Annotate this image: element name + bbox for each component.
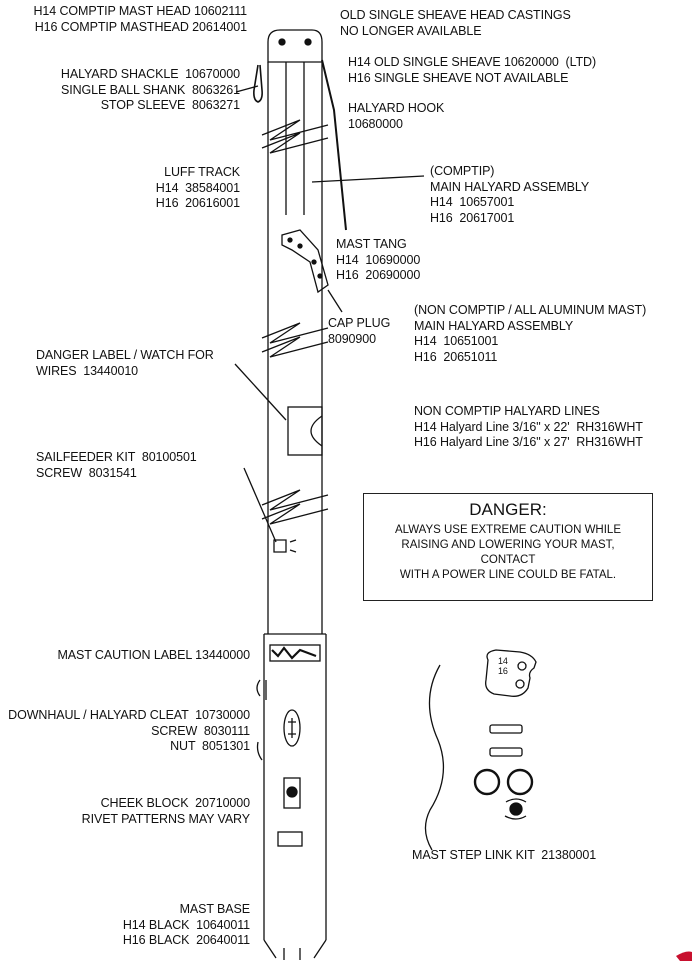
wave-line [424, 664, 444, 851]
label-old-head: OLD SINGLE SHEAVE HEAD CASTINGS NO LONGE… [340, 8, 571, 38]
label-caution: MAST CAUTION LABEL 13440000 [57, 648, 250, 662]
cleat-body [283, 709, 301, 747]
danger-body: ALWAYS USE EXTREME CAUTION WHILE RAISING… [395, 524, 621, 581]
label-mast-base: MAST BASE H14 BLACK 10640011 H16 BLACK 2… [122, 902, 250, 947]
link-plate-text: 14 16 [498, 656, 508, 676]
mast-base [263, 939, 327, 960]
link-bar-1 [489, 724, 523, 734]
label-sailfeeder: SAILFEEDER KIT 80100501 SCREW 8031541 [36, 450, 197, 480]
cap-plug-plate [287, 406, 323, 456]
label-old-sheave: H14 OLD SINGLE SHEAVE 10620000 (LTD) H16… [348, 55, 597, 85]
caution-label [269, 644, 321, 662]
link-ring-2 [506, 768, 534, 796]
break-mark-1 [261, 119, 329, 154]
label-shackle: HALYARD SHACKLE 10670000 SINGLE BALL SHA… [60, 67, 240, 112]
accent-corner-mark [676, 951, 692, 961]
sailfeeder [273, 539, 297, 553]
label-luff-track: LUFF TRACK H14 38584001 H16 20616001 [155, 165, 240, 210]
label-halyard-hook: HALYARD HOOK 10680000 [348, 101, 445, 131]
link-pin [504, 798, 527, 820]
mast-head-casting [267, 29, 323, 63]
label-danger-label: DANGER LABEL / WATCH FOR WIRES 13440010 [36, 348, 214, 378]
danger-warning-box: DANGER: ALWAYS USE EXTREME CAUTION WHILE… [363, 493, 653, 601]
label-mast-tang: MAST TANG H14 10690000 H16 20690000 [336, 237, 421, 282]
break-mark-2 [261, 322, 329, 358]
cleat [256, 679, 267, 700]
link-plate [485, 649, 537, 697]
halyard-hook [321, 59, 347, 231]
halyard-shackle [253, 64, 263, 103]
mast-tube [267, 62, 323, 634]
label-cap-plug: CAP PLUG 8090900 [328, 316, 391, 346]
label-cheek-block: CHEEK BLOCK 20710000 RIVET PATTERNS MAY … [81, 796, 250, 826]
label-comptip-halyard: (COMPTIP) MAIN HALYARD ASSEMBLY H14 1065… [430, 164, 590, 225]
mast-tang [281, 229, 329, 294]
label-cleat: DOWNHAUL / HALYARD CLEAT 10730000 SCREW … [8, 708, 250, 753]
label-noncomptip-halyard: (NON COMPTIP / ALL ALUMINUM MAST) MAIN H… [414, 303, 647, 364]
danger-title: DANGER: [469, 500, 547, 519]
link-bar-2 [489, 747, 523, 757]
link-ring-1 [473, 768, 501, 796]
label-link-kit: MAST STEP LINK KIT 21380001 [412, 848, 597, 862]
label-halyard-lines: NON COMPTIP HALYARD LINES H14 Halyard Li… [414, 404, 643, 449]
label-masthead: H14 COMPTIP MAST HEAD 10602111 H16 COMPT… [33, 4, 247, 34]
break-mark-3 [261, 489, 329, 525]
